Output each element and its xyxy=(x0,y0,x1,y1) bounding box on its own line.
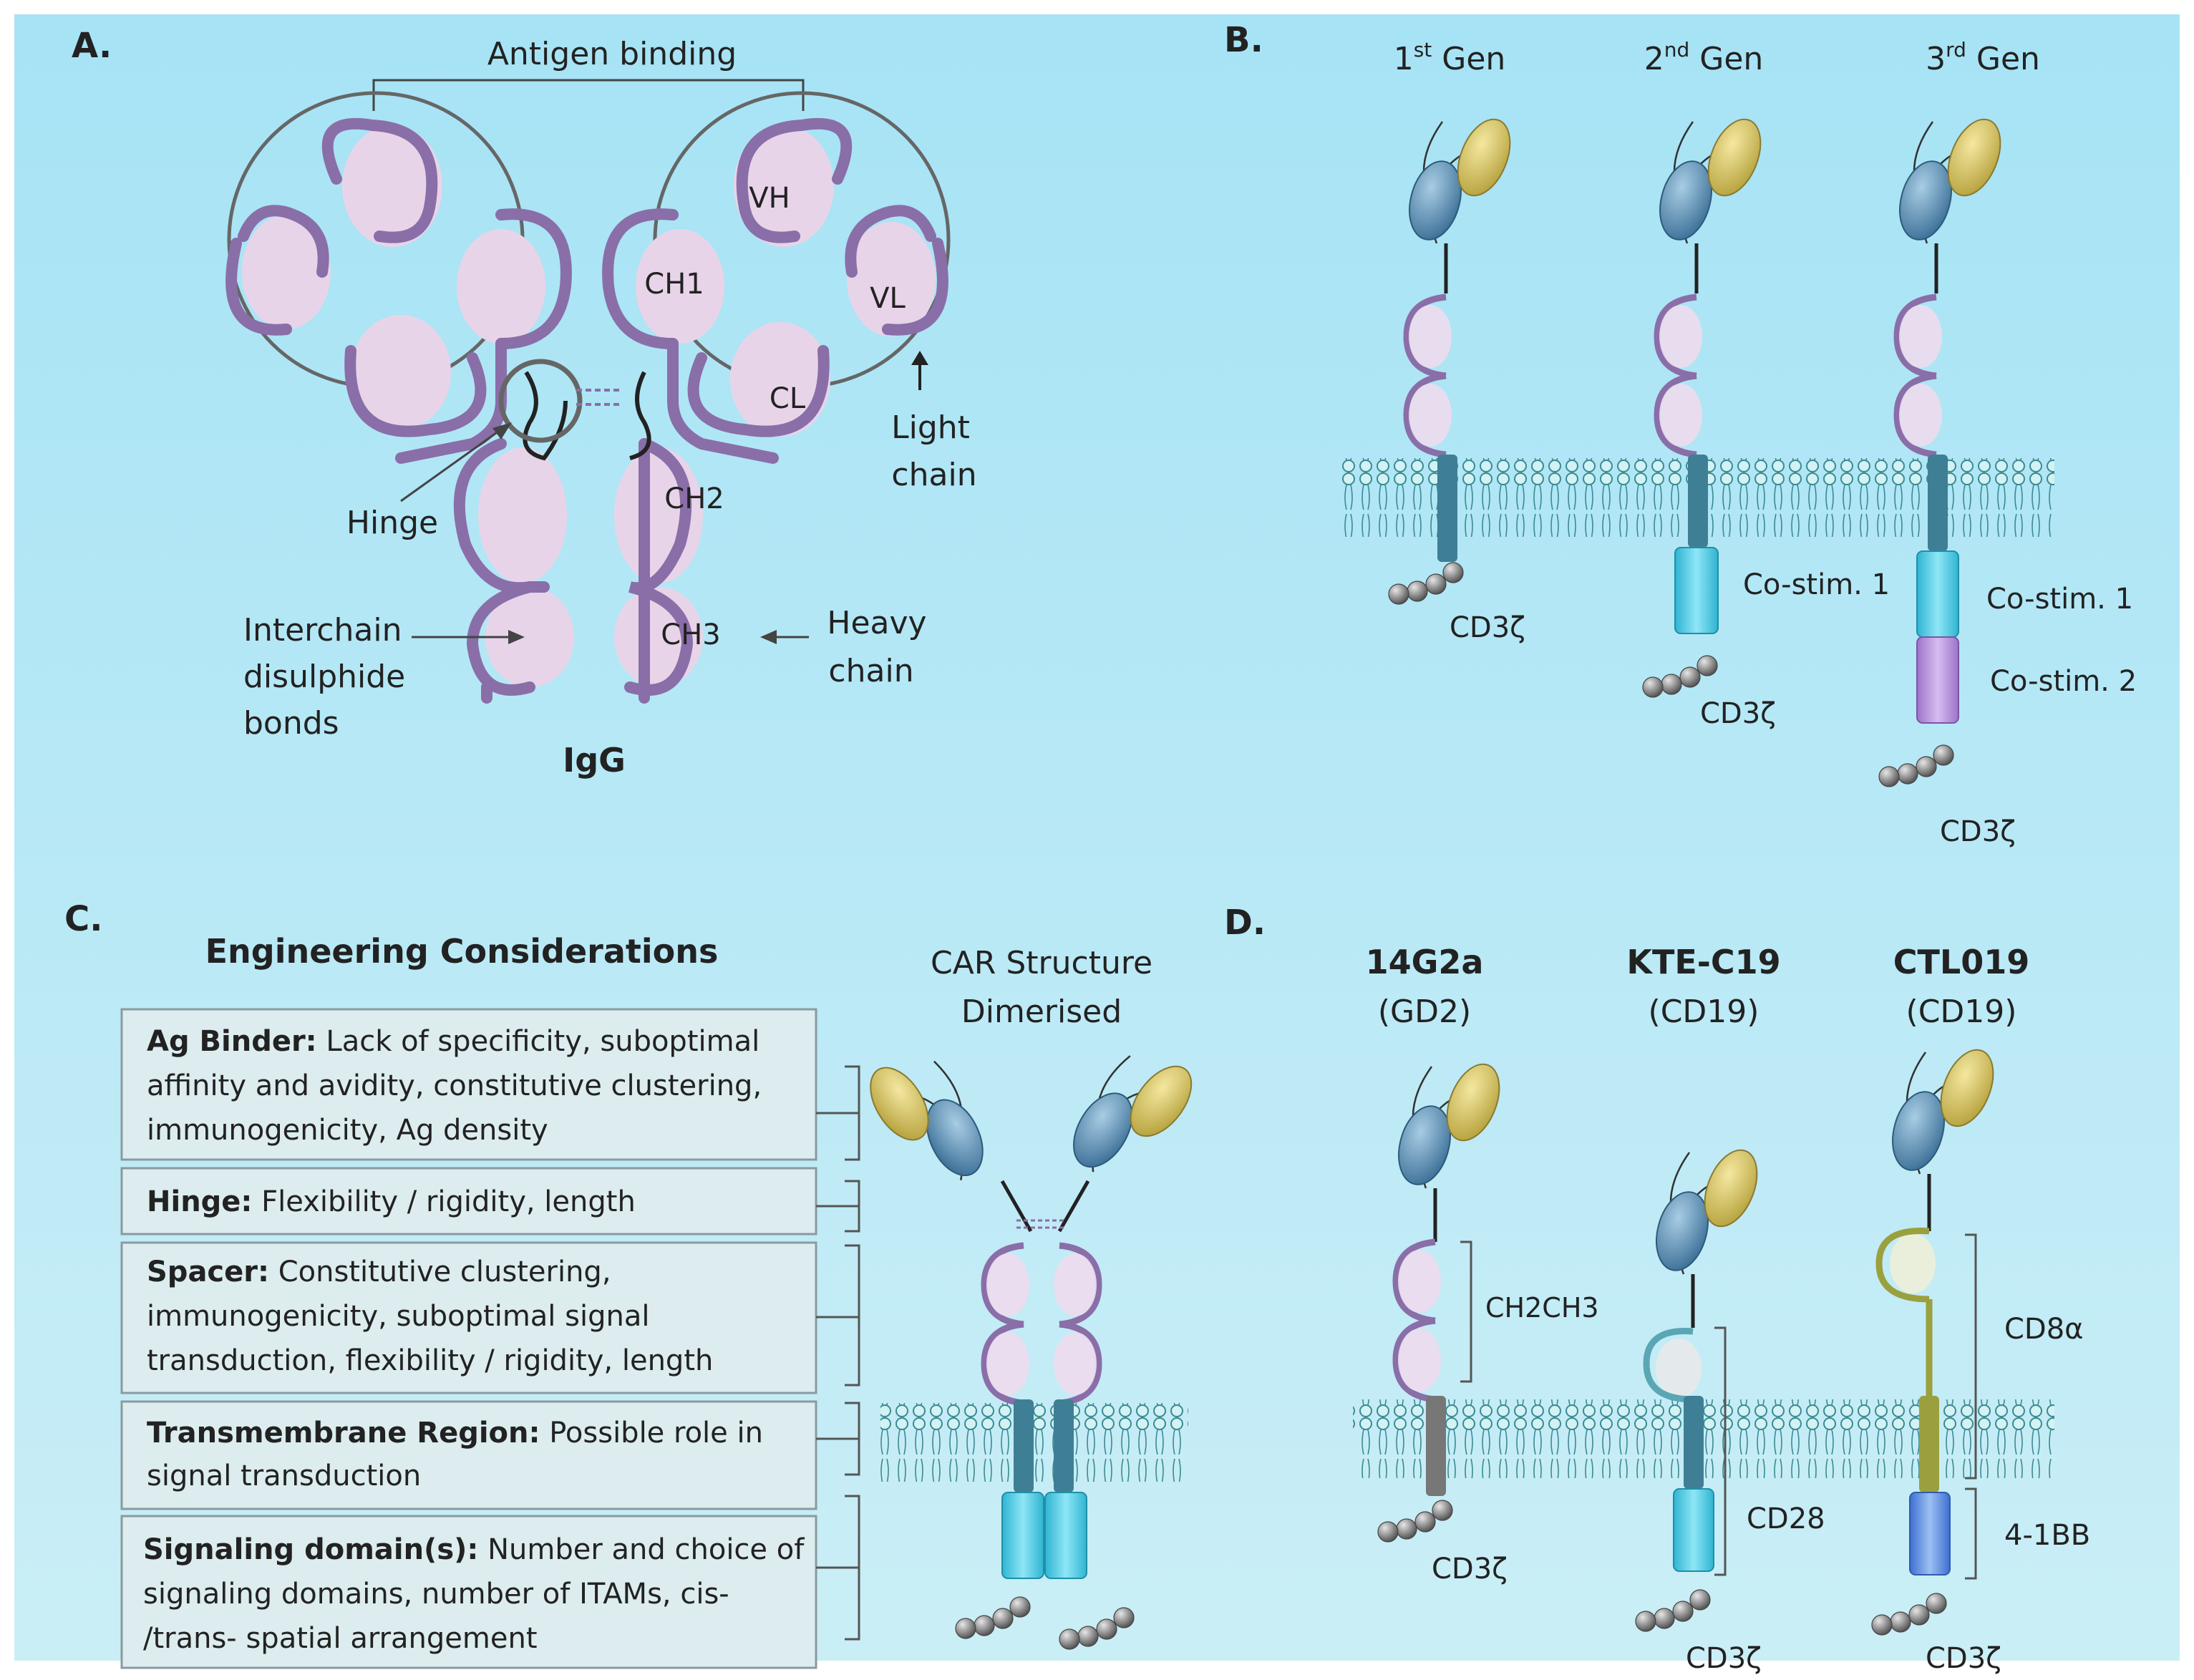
panel-c: C. Engineering Considerations CAR Struct… xyxy=(64,899,1209,1669)
consideration-ag-binder: Ag Binder: Lack of specificity, suboptim… xyxy=(147,1025,762,1147)
4-1bb-label: 4-1BB xyxy=(2004,1519,2090,1552)
gen2-cd3z-label: CD3ζ xyxy=(1700,697,1776,730)
igg-label: IgG xyxy=(563,741,626,780)
panel-d-letter: D. xyxy=(1224,903,1266,943)
consideration-brackets xyxy=(816,1065,860,1641)
panel-b-letter: B. xyxy=(1224,20,1263,60)
gen3-label: 3rd Gen xyxy=(1926,38,2040,77)
construct-14g2a-target: (GD2) xyxy=(1378,994,1471,1030)
dimer-signal-left xyxy=(1001,1492,1044,1579)
consideration-signaling: Signaling domain(s): Number and choice o… xyxy=(143,1533,805,1655)
consideration-box-signaling xyxy=(120,1515,817,1669)
ktec19-cd3z-label: CD3ζ xyxy=(1686,1642,1762,1675)
consideration-box-transmembrane xyxy=(120,1400,817,1510)
antigen-binding-label: Antigen binding xyxy=(487,36,737,72)
car-14g2a: CH2CH3 CD3ζ xyxy=(1377,1055,1599,1586)
gen1-cd3z-label: CD3ζ xyxy=(1450,611,1525,644)
ch1-label: CH1 xyxy=(644,268,704,301)
interchain-bonds-top xyxy=(576,389,623,406)
cd28-label: CD28 xyxy=(1747,1502,1825,1535)
hinge-label: Hinge xyxy=(346,505,438,541)
construct-ktec19-name: KTE-C19 xyxy=(1626,943,1780,981)
gen3-transmembrane xyxy=(1928,455,1948,551)
ctl019-cd3z-label: CD3ζ xyxy=(1926,1642,2001,1675)
ktec19-transmembrane xyxy=(1684,1396,1704,1489)
consideration-spacer: Spacer: Constitutive clustering,immunoge… xyxy=(147,1256,713,1377)
gen3-costim2 xyxy=(1916,636,1959,724)
dimer-transmembrane-left xyxy=(1014,1399,1034,1492)
vl-label: VL xyxy=(870,282,906,315)
car-ktec19: CD28 CD3ζ xyxy=(1635,1141,1825,1675)
igg-left-domains xyxy=(225,117,574,704)
panel-d: D. 14G2a (GD2) KTE-C19 (CD19) CTL019 (CD… xyxy=(1224,903,2090,1675)
gen2-car: Co-stim. 1 CD3ζ xyxy=(1642,110,1890,730)
consideration-hinge: Hinge: Flexibility / rigidity, length xyxy=(147,1185,636,1218)
hinge-circle xyxy=(498,359,583,443)
consideration-box-ag-binder xyxy=(120,1008,817,1161)
cd8a-label: CD8α xyxy=(2004,1313,2084,1346)
hinge-arrow xyxy=(400,428,502,502)
dimer-transmembrane-right xyxy=(1054,1399,1074,1492)
gen2-costim1-label: Co-stim. 1 xyxy=(1743,568,1890,601)
membrane-c xyxy=(880,1403,1188,1482)
construct-ctl019-name: CTL019 xyxy=(1893,943,2029,981)
panel-a: A. Antigen binding xyxy=(72,26,977,780)
ktec19-cd28 xyxy=(1673,1488,1714,1572)
ch2-label: CH2 xyxy=(664,482,724,515)
gen3-costim1 xyxy=(1916,550,1959,638)
igg-hinge-left xyxy=(523,371,568,461)
ch3-label: CH3 xyxy=(661,618,720,651)
gen3-costim2-label: Co-stim. 2 xyxy=(1990,665,2137,698)
construct-14g2a-name: 14G2a xyxy=(1366,943,1484,981)
construct-ktec19-target: (CD19) xyxy=(1649,994,1759,1030)
ctl019-4-1bb xyxy=(1909,1492,1951,1575)
14g2a-cd3z-label: CD3ζ xyxy=(1432,1553,1508,1586)
gen3-cd3z-label: CD3ζ xyxy=(1940,815,2016,848)
vh-label: VH xyxy=(749,182,790,215)
14g2a-transmembrane xyxy=(1426,1396,1446,1496)
panel-c-letter: C. xyxy=(64,899,102,939)
gen2-transmembrane xyxy=(1688,455,1708,548)
engineering-heading: Engineering Considerations xyxy=(205,932,719,971)
ch2ch3-label: CH2CH3 xyxy=(1485,1292,1599,1324)
antigen-binding-bracket xyxy=(372,79,805,111)
consideration-box-spacer xyxy=(120,1241,817,1394)
gen3-costim1-label: Co-stim. 1 xyxy=(1986,583,2133,616)
car-ctl019: CD8α 4-1BB CD3ζ xyxy=(1871,1041,2090,1675)
igg-hinge-right xyxy=(629,371,651,460)
panel-b: B. 1st Gen 2nd Gen 3rd Gen CD3ζ Co-stim.… xyxy=(1224,20,2137,848)
cl-label: CL xyxy=(770,382,806,415)
gen1-label: 1st Gen xyxy=(1394,38,1506,77)
gen1-transmembrane xyxy=(1437,455,1457,562)
gen3-car: Co-stim. 1 Co-stim. 2 CD3ζ xyxy=(1878,110,2137,848)
dimer-signal-right xyxy=(1044,1492,1087,1579)
dimerised-car xyxy=(855,1034,1209,1650)
consideration-box-hinge xyxy=(120,1167,817,1235)
gen2-label: 2nd Gen xyxy=(1644,38,1764,77)
gen2-costim1 xyxy=(1674,547,1719,634)
ctl019-transmembrane xyxy=(1919,1396,1939,1492)
construct-ctl019-target: (CD19) xyxy=(1906,994,2017,1030)
igg-right-domains xyxy=(602,117,948,704)
gen1-car: CD3ζ xyxy=(1388,110,1525,644)
panel-a-letter: A. xyxy=(72,26,112,66)
